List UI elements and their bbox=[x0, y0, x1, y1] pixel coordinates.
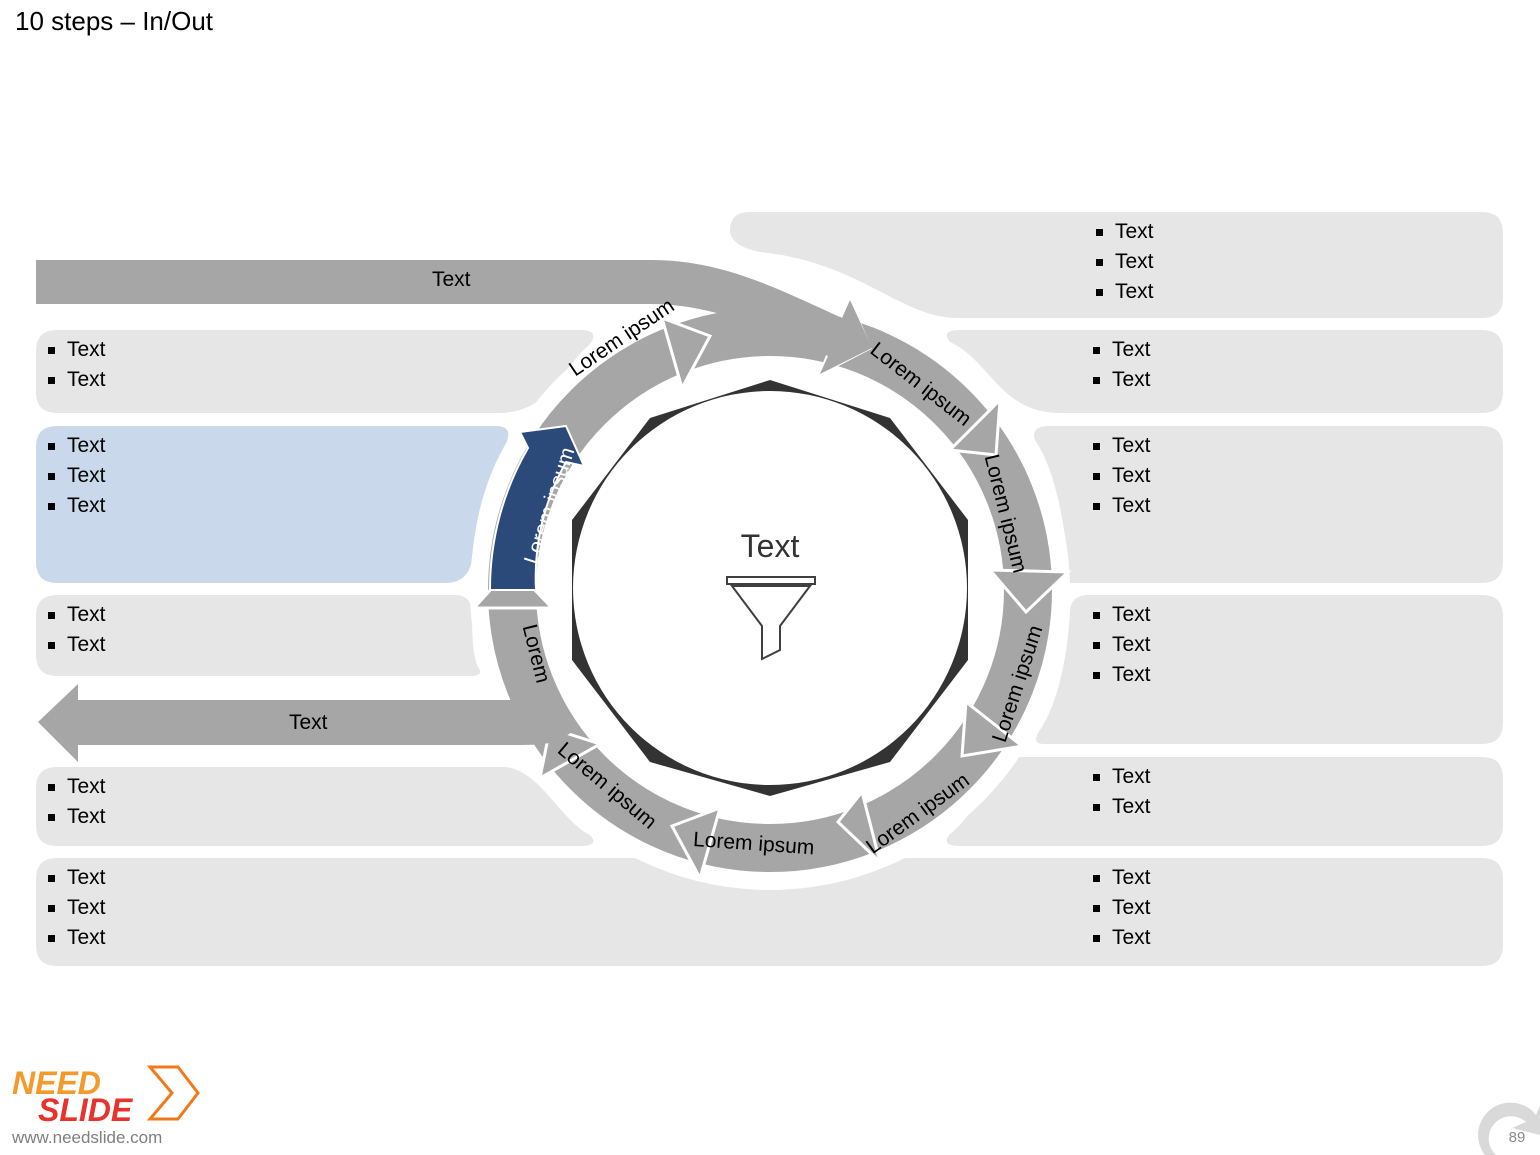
website-link[interactable]: www.needslide.com bbox=[12, 1128, 163, 1147]
panel-right-3-list: Text Text Text bbox=[1093, 431, 1151, 521]
list-item: Text bbox=[1093, 630, 1151, 660]
list-item: Text bbox=[1093, 600, 1151, 630]
list-item: Text bbox=[1093, 893, 1151, 923]
list-item: Text bbox=[48, 772, 106, 802]
output-arrow-label: Text bbox=[289, 711, 328, 734]
panel-bottom bbox=[36, 858, 1503, 966]
panel-bottom-left-list: Text Text Text bbox=[48, 863, 106, 953]
step-arrowhead-5 bbox=[960, 699, 1026, 758]
slide-title: 10 steps – In/Out bbox=[15, 6, 214, 36]
list-item: Text bbox=[1093, 762, 1151, 792]
logo-line2: SLIDE bbox=[38, 1092, 134, 1128]
panel-right-5 bbox=[946, 757, 1503, 846]
panel-right-3 bbox=[1034, 426, 1503, 583]
logo-line1: NEED bbox=[12, 1065, 101, 1101]
list-item: Text bbox=[1093, 335, 1151, 365]
panel-right-2-list: Text Text bbox=[1093, 335, 1151, 395]
list-item: Text bbox=[1096, 217, 1154, 247]
panel-left-2-list: Text Text Text bbox=[48, 431, 106, 521]
list-item: Text bbox=[48, 923, 106, 953]
panel-right-4 bbox=[1036, 595, 1503, 744]
list-item: Text bbox=[48, 802, 106, 832]
panel-left-3-list: Text Text bbox=[48, 600, 106, 660]
list-item: Text bbox=[48, 491, 106, 521]
list-item: Text bbox=[48, 461, 106, 491]
logo: NEED SLIDE bbox=[12, 1065, 200, 1128]
funnel-icon bbox=[726, 576, 816, 661]
list-item: Text bbox=[48, 365, 106, 395]
panel-right-5-list: Text Text bbox=[1093, 762, 1151, 822]
panel-left-4-list: Text Text bbox=[48, 772, 106, 832]
center-title: Text bbox=[740, 528, 800, 564]
list-item: Text bbox=[1093, 660, 1151, 690]
list-item: Text bbox=[1093, 792, 1151, 822]
step-arrowhead-3 bbox=[946, 396, 1002, 457]
step-arrow-highlighted bbox=[488, 424, 586, 591]
output-arrow bbox=[38, 684, 578, 762]
step-arrowhead-4 bbox=[986, 568, 1072, 615]
list-item: Text bbox=[1096, 247, 1154, 277]
input-arrow-label: Text bbox=[432, 268, 471, 291]
page-number: 89 bbox=[1508, 1129, 1526, 1146]
panel-right-1 bbox=[730, 212, 1503, 318]
list-item: Text bbox=[48, 335, 106, 365]
list-item: Text bbox=[48, 630, 106, 660]
page-arrows-icon bbox=[1478, 1102, 1540, 1155]
step-arrowhead-6 bbox=[835, 788, 883, 867]
panel-right-4-list: Text Text Text bbox=[1093, 600, 1151, 690]
step-arrowhead-1 bbox=[659, 315, 713, 392]
panel-left-1-list: Text Text bbox=[48, 335, 106, 395]
step-arrowhead-7 bbox=[669, 805, 723, 882]
panel-left-3 bbox=[36, 595, 481, 676]
list-item: Text bbox=[48, 431, 106, 461]
panel-left-4 bbox=[36, 767, 594, 846]
list-item: Text bbox=[1093, 365, 1151, 395]
list-item: Text bbox=[1096, 277, 1154, 307]
list-item: Text bbox=[1093, 923, 1151, 953]
panel-bottom-right-list: Text Text Text bbox=[1093, 863, 1151, 953]
list-item: Text bbox=[1093, 491, 1151, 521]
panel-right-1-list: Text Text Text bbox=[1096, 217, 1154, 307]
list-item: Text bbox=[1093, 461, 1151, 491]
input-arrow bbox=[36, 260, 872, 374]
panel-left-1 bbox=[36, 330, 594, 413]
list-item: Text bbox=[48, 600, 106, 630]
list-item: Text bbox=[1093, 431, 1151, 461]
list-item: Text bbox=[48, 893, 106, 923]
list-item: Text bbox=[1093, 863, 1151, 893]
panel-right-2 bbox=[946, 330, 1503, 413]
panel-left-2 bbox=[36, 426, 509, 583]
list-item: Text bbox=[48, 863, 106, 893]
